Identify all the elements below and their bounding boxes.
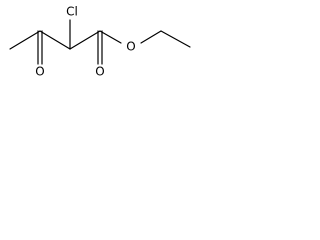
bond-ethyl-carbon-methyl: [160, 30, 191, 48]
bond-alpha-carbon-ester-carbon: [69, 30, 101, 50]
chlorine-atom-label: Cl: [66, 5, 78, 19]
bond-ether-oxygen-ethyl-carbon: [140, 30, 162, 44]
bond-ester-carbon-ether-oxygen: [99, 30, 122, 44]
bond-methyl-ketone-carbon: [9, 30, 41, 50]
atom-labels: Cl O O O: [35, 5, 135, 79]
ester-ether-oxygen-atom-label: O: [126, 40, 135, 54]
chemical-structure-canvas: Cl O O O: [0, 0, 214, 116]
skeletal-formula: Cl O O O: [9, 5, 191, 79]
bond-lines: [9, 19, 191, 65]
bond-ketone-carbon-alpha-carbon: [39, 30, 71, 50]
ester-carbonyl-oxygen-atom-label: O: [95, 65, 104, 79]
ketone-oxygen-atom-label: O: [35, 65, 44, 79]
